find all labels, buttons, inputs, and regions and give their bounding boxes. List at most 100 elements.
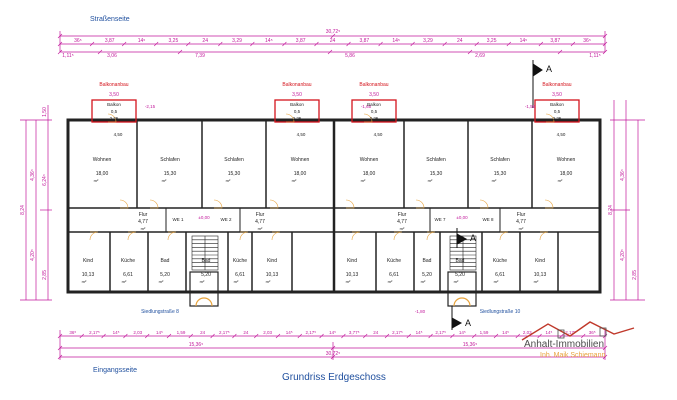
dim-left: 1,50 [42,107,48,117]
dim-bottom-row1: 14⁵ [502,330,509,335]
balcony-width: 3,50 [292,92,302,98]
dim-left: 8,24 [20,205,26,215]
hall-name: Flur [256,212,265,218]
balcony-dims: 2,25 [110,116,119,121]
dim-top-row2: 5,86 [345,53,355,59]
dim-bottom-row1: 24 [243,330,249,335]
level-mark: ±0,00 [198,215,210,220]
dim-bottom-row1: 3,77⁵ [349,330,360,335]
dim-top-row1: 36⁵ [583,38,591,44]
dim-bottom-row1: 14⁵ [416,330,423,335]
dim-bottom-row1: 14⁵ [113,330,120,335]
room-unit: m² [558,178,563,183]
room-name: Kind [535,258,545,264]
wc-label: WE 7 [434,217,445,222]
balcony-width: 3,50 [369,92,379,98]
dim-bottom-row1: 36⁵ [589,330,596,335]
door-swings [89,113,555,241]
level-mark: -1,55 [525,104,536,109]
balcony-small: 4,50 [557,132,566,137]
building-walls [66,118,602,294]
room-unit: m² [266,279,271,284]
dim-top-row2: 3,06 [107,53,117,59]
section-mark-label: A [470,233,476,243]
house-roof-icon [521,321,635,341]
room-area: 5,20 [422,272,432,278]
balcony-title: Balkonanbau [99,82,128,88]
dim-top-row1: 36⁵ [74,38,82,44]
balcony-area: 0,5 [294,109,301,114]
dim-left: 4,36⁵ [30,169,36,181]
wc-label: WE 2 [220,217,231,222]
dim-bottom-row1: 2,17⁵ [306,330,317,335]
room-area: 18,00 [96,171,109,177]
balcony-area: 0,5 [554,109,561,114]
room-unit: m² [200,279,205,284]
room-area: 6,61 [235,272,245,278]
room-unit: m² [82,279,87,284]
room-area: 18,00 [560,171,573,177]
entrance-side-label: Eingangsseite [93,367,137,374]
dim-bottom-half: 15,36⁵ [189,342,204,348]
room-area: 18,00 [363,171,376,177]
dim-bottom-row1: 2,17⁵ [435,330,446,335]
room-area: 15,30 [494,171,507,177]
room-area: 10,13 [266,272,279,278]
dim-left: 4,20⁵ [30,249,36,261]
hall-unit: m² [258,226,263,231]
room-area: 15,30 [430,171,443,177]
balcony-area: 0,5 [371,109,378,114]
logo-owner: Inh. Maik Schiemann [540,352,606,359]
room-name: Küche [493,258,507,264]
room-unit: m² [494,279,499,284]
room-name: Schlafen [160,157,180,163]
level-mark: ±0,00 [456,215,468,220]
dim-top-row1: 14⁵ [392,38,400,44]
dim-top-row1: 14⁵ [265,38,273,44]
balcony-area: 0,5 [111,109,118,114]
balcony-dims: 2,25 [370,116,379,121]
dim-right: 4,20⁵ [620,249,626,261]
balcony-name: Balkon [107,102,121,107]
room-name: Wohnen [360,157,379,163]
section-mark-label: A [465,318,471,328]
dim-top-row1: 3,29 [423,38,433,44]
dim-top-row1: 24 [457,38,463,44]
entrance-label: Siedlungstraße 10 [480,309,521,315]
wc-label: WE 1 [172,217,183,222]
hall-unit: m² [519,226,524,231]
room-area: 15,30 [164,171,177,177]
room-unit: m² [492,178,497,183]
balcony-width: 3,50 [109,92,119,98]
wc-label: WE 8 [482,217,493,222]
dim-top-row2: 7,39 [195,53,205,59]
dim-top-row1: 3,29 [232,38,242,44]
level-mark: -2,15 [145,104,156,109]
room-name: Kind [83,258,93,264]
hall-area: 4,77 [138,219,148,225]
dim-bottom-row1: 2,17⁵ [219,330,230,335]
room-name: Wohnen [291,157,310,163]
room-area: 5,20 [201,272,211,278]
dim-top-row1: 3,25 [169,38,179,44]
section-markers [451,60,543,330]
balcony-name: Balkon [550,102,564,107]
room-unit: m² [534,279,539,284]
dim-bottom-row1: 2,17⁵ [392,330,403,335]
hall-name: Flur [517,212,526,218]
balcony-frame [534,99,580,123]
room-area: 6,61 [123,272,133,278]
hall-unit: m² [400,226,405,231]
room-area: 15,30 [228,171,241,177]
balcony-small: 4,50 [114,132,123,137]
dim-bottom-row1: 2,03 [263,330,272,335]
dim-top-row2: 1,11⁵ [589,53,600,59]
hall-unit: m² [141,226,146,231]
balcony-width: 3,50 [552,92,562,98]
dim-bottom-row1: 2,17⁵ [565,330,576,335]
dim-bottom-row1: 1,59 [480,330,489,335]
dim-top-row2: 1,11⁵ [62,53,73,59]
dim-right: 4,36⁵ [620,169,626,181]
room-unit: m² [226,178,231,183]
room-area: 6,61 [389,272,399,278]
